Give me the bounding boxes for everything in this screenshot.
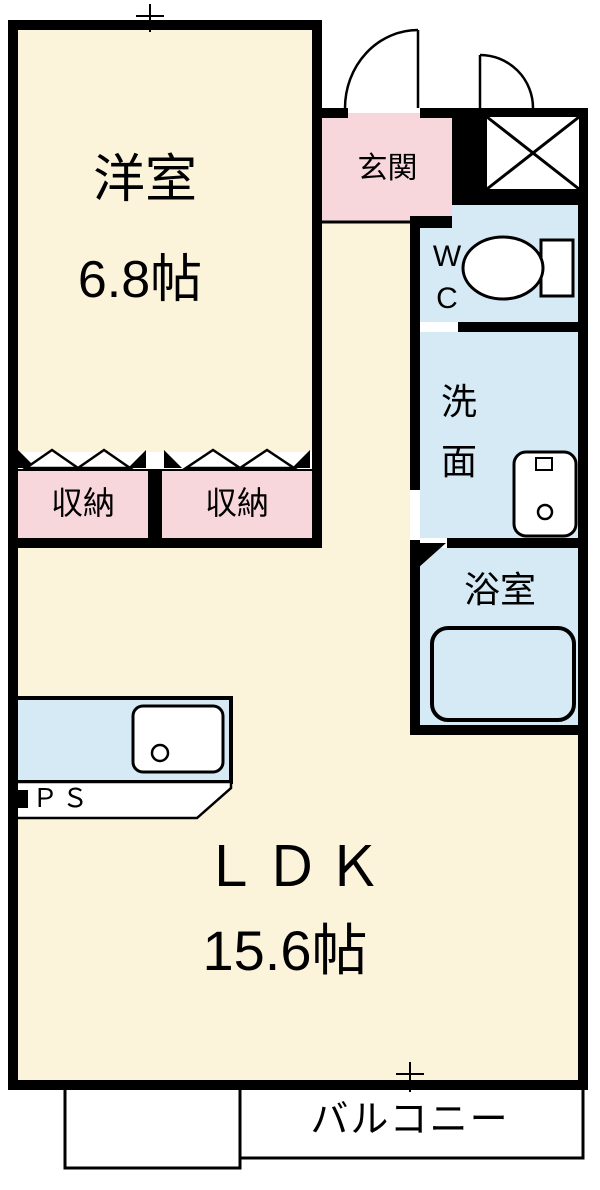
closet-door-end xyxy=(292,450,310,468)
ldk-label: ＬＤＫ xyxy=(202,835,388,898)
balcony-right-section xyxy=(238,1083,585,1160)
bath-door-marker xyxy=(415,543,446,568)
walls xyxy=(8,20,588,1090)
shaft-x-line xyxy=(486,115,580,191)
bathtub-icon xyxy=(430,626,576,722)
wall-segment xyxy=(447,538,588,548)
wall-segment xyxy=(452,108,478,205)
wall-segment xyxy=(312,20,322,548)
wall-segment xyxy=(8,1080,588,1090)
wall-segment xyxy=(578,108,588,1090)
closet-door-chevron xyxy=(181,448,245,470)
closet-door-end xyxy=(164,450,182,468)
wall-segment xyxy=(410,540,420,735)
shaft-box xyxy=(478,108,588,198)
entrance-floor xyxy=(322,113,452,222)
toilet-label: WC xyxy=(432,240,462,315)
wall-segment xyxy=(452,195,588,205)
wall-segment xyxy=(8,538,322,548)
closet-door-chevron xyxy=(21,448,83,470)
ldk-size: 15.6帖 xyxy=(202,919,368,982)
balcony-label: バルコニー xyxy=(310,1099,510,1141)
balcony-left-section xyxy=(63,1083,242,1170)
bathroom-floor xyxy=(420,548,578,725)
ldk-floor xyxy=(13,222,583,1080)
closet-door-chevron xyxy=(235,448,299,470)
door-arc xyxy=(343,28,419,109)
entrance-label: 玄関 xyxy=(357,152,418,185)
kitchen-counter xyxy=(11,696,233,820)
kitchen-sink-icon xyxy=(131,704,225,774)
fixtures xyxy=(11,235,578,820)
western-room-label: 洋室 xyxy=(92,151,197,209)
closet-right-floor xyxy=(162,470,317,538)
wall-segment xyxy=(8,20,322,30)
wall-segment xyxy=(8,20,18,1090)
entrance-door-arcs xyxy=(343,28,535,109)
closet-right-label: 収納 xyxy=(204,485,269,521)
sink-icon xyxy=(512,450,578,538)
wall-segment xyxy=(420,108,478,118)
wall-segment xyxy=(458,322,588,332)
closet-door-end xyxy=(128,450,146,468)
wall-segment xyxy=(410,216,420,490)
wall-segment xyxy=(410,216,452,228)
western-room-size: 6.8帖 xyxy=(77,251,203,309)
washroom-label: 洗面 xyxy=(440,381,477,482)
closet-door-symbols xyxy=(13,448,317,471)
closet-left-label: 収納 xyxy=(50,485,115,521)
wall-segment xyxy=(148,470,162,548)
wall-segment xyxy=(410,725,588,735)
toilet-icon xyxy=(461,235,575,301)
closet-door-chevron xyxy=(73,448,135,470)
western-room-floor xyxy=(13,25,317,452)
pipe-space-label: ＰＳ xyxy=(32,783,93,813)
door-arc xyxy=(479,53,535,109)
closet-left-floor xyxy=(13,470,148,538)
bathroom-label: 浴室 xyxy=(463,569,536,610)
wall-segment xyxy=(322,108,348,118)
kitchen-drain-icon xyxy=(150,743,170,763)
window-ticks xyxy=(136,4,424,1092)
